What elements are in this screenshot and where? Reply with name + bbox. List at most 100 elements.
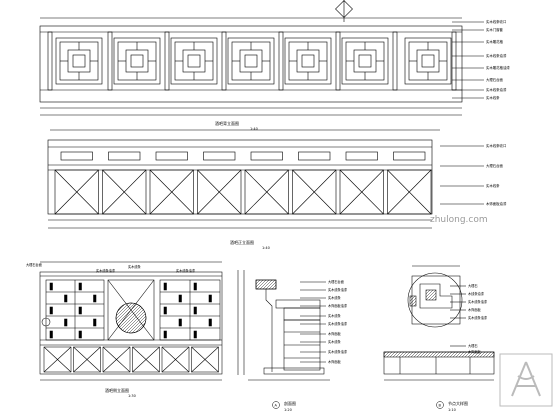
bottle-icon xyxy=(49,330,53,339)
cabinet-door xyxy=(244,169,289,215)
annotation-label: 实木线条 xyxy=(328,295,342,300)
lattice-core xyxy=(421,54,435,68)
bottle-icon xyxy=(208,294,212,303)
post xyxy=(451,31,457,91)
bottle-icon xyxy=(64,294,68,303)
detail-callout-a: A 剖面图 1:20 xyxy=(272,400,296,412)
lattice-center xyxy=(416,49,440,73)
annotation-label: 实木线条油漆 xyxy=(486,53,507,58)
lattice-core xyxy=(187,54,201,68)
annotation-label: 实木线条收口 xyxy=(486,143,506,148)
annotation-label: 大理石 xyxy=(468,283,478,288)
door-swing xyxy=(175,359,190,373)
annotation-label: 木饰面板 xyxy=(468,349,482,354)
bottle-icon xyxy=(163,282,167,291)
detail-title: 节点大样图 xyxy=(448,400,468,406)
annotation-label: 实木雕花格油漆 xyxy=(486,65,510,70)
base-door xyxy=(102,346,131,373)
door-swing xyxy=(102,359,117,373)
door-swing xyxy=(116,346,131,360)
door-swing xyxy=(73,346,88,360)
section-mark-icon xyxy=(335,0,353,22)
door-swing xyxy=(314,169,337,193)
post xyxy=(221,31,227,91)
drawer xyxy=(298,151,331,161)
section-title: 剖面图 xyxy=(284,400,296,406)
door-swing xyxy=(86,359,101,373)
door-swing xyxy=(171,169,194,193)
lattice-panel xyxy=(404,37,452,85)
cabinet-door xyxy=(339,169,384,215)
elevation-scale-2: 1:40 xyxy=(262,246,270,250)
cabinet-door xyxy=(102,169,147,215)
door-swing xyxy=(361,169,384,193)
annotation-label: 实木线条 xyxy=(128,264,142,269)
door-swing xyxy=(197,169,220,193)
drawer xyxy=(108,151,141,161)
door-swing xyxy=(149,169,172,193)
door-swing xyxy=(191,359,206,373)
lattice-center xyxy=(67,49,91,73)
annotation-label: 实木线条油漆 xyxy=(176,268,196,273)
lattice-center xyxy=(239,49,263,73)
detail-number-b: B xyxy=(439,404,442,408)
door-swing xyxy=(73,359,88,373)
annotation-label: 实木线条 xyxy=(486,95,500,100)
door-swing xyxy=(409,191,432,215)
lattice-panel xyxy=(55,37,103,85)
door-swing xyxy=(57,359,72,373)
door-swing xyxy=(387,169,410,193)
door-swing xyxy=(132,359,147,373)
bottle-icon xyxy=(163,330,167,339)
lattice-center xyxy=(296,49,320,73)
door-swing xyxy=(387,191,410,215)
cabinet-door xyxy=(197,169,242,215)
bar-section: 大理石台面实木线条油漆实木线条木饰面板油漆实木线条实木线条油漆木饰面板实木线条实… xyxy=(237,270,348,381)
annotation-label: 木饰面板 xyxy=(328,359,342,364)
door-swing xyxy=(314,191,337,215)
lattice-center xyxy=(353,49,377,73)
bottle-icon xyxy=(208,318,212,327)
watermark-text: zhulong.com xyxy=(430,215,488,225)
door-swing xyxy=(102,346,117,360)
base-door xyxy=(191,346,219,373)
bamboo-logo-icon xyxy=(499,353,553,407)
door-swing xyxy=(76,191,99,215)
annotation-label: 大理石台面 xyxy=(328,279,344,284)
door-swing xyxy=(132,346,147,360)
bottle-icon xyxy=(64,318,68,327)
detail-scale: 1:10 xyxy=(448,408,456,412)
annotation-label: 木线条油漆 xyxy=(468,291,485,296)
door-swing xyxy=(43,346,58,360)
door-swing xyxy=(244,169,267,193)
lattice-core xyxy=(244,54,258,68)
drawer xyxy=(393,151,426,161)
section-scale: 1:20 xyxy=(284,408,292,412)
bottle-icon xyxy=(78,330,82,339)
bottle-icon xyxy=(49,282,53,291)
bottle-icon xyxy=(178,294,182,303)
door-swing xyxy=(149,191,172,215)
door-swing xyxy=(161,346,176,360)
door-swing xyxy=(171,191,194,215)
base-door xyxy=(73,346,101,373)
lattice-center xyxy=(125,49,149,73)
door-swing xyxy=(86,346,101,360)
annotation-label: 木饰面板 xyxy=(328,331,342,336)
cabinet-door xyxy=(292,169,337,215)
lattice-center xyxy=(182,49,206,73)
bottle-icon xyxy=(193,282,197,291)
annotation-label: 实木线条 xyxy=(328,339,342,344)
annotation-label: 木饰面板油漆 xyxy=(486,201,507,206)
annotation-label: 大理石 xyxy=(468,343,478,348)
lattice-core xyxy=(72,54,86,68)
drawer xyxy=(60,151,93,161)
post xyxy=(392,31,398,91)
door-swing xyxy=(175,346,190,360)
post xyxy=(278,31,284,91)
annotation-label: 实木线条油漆 xyxy=(468,315,488,320)
